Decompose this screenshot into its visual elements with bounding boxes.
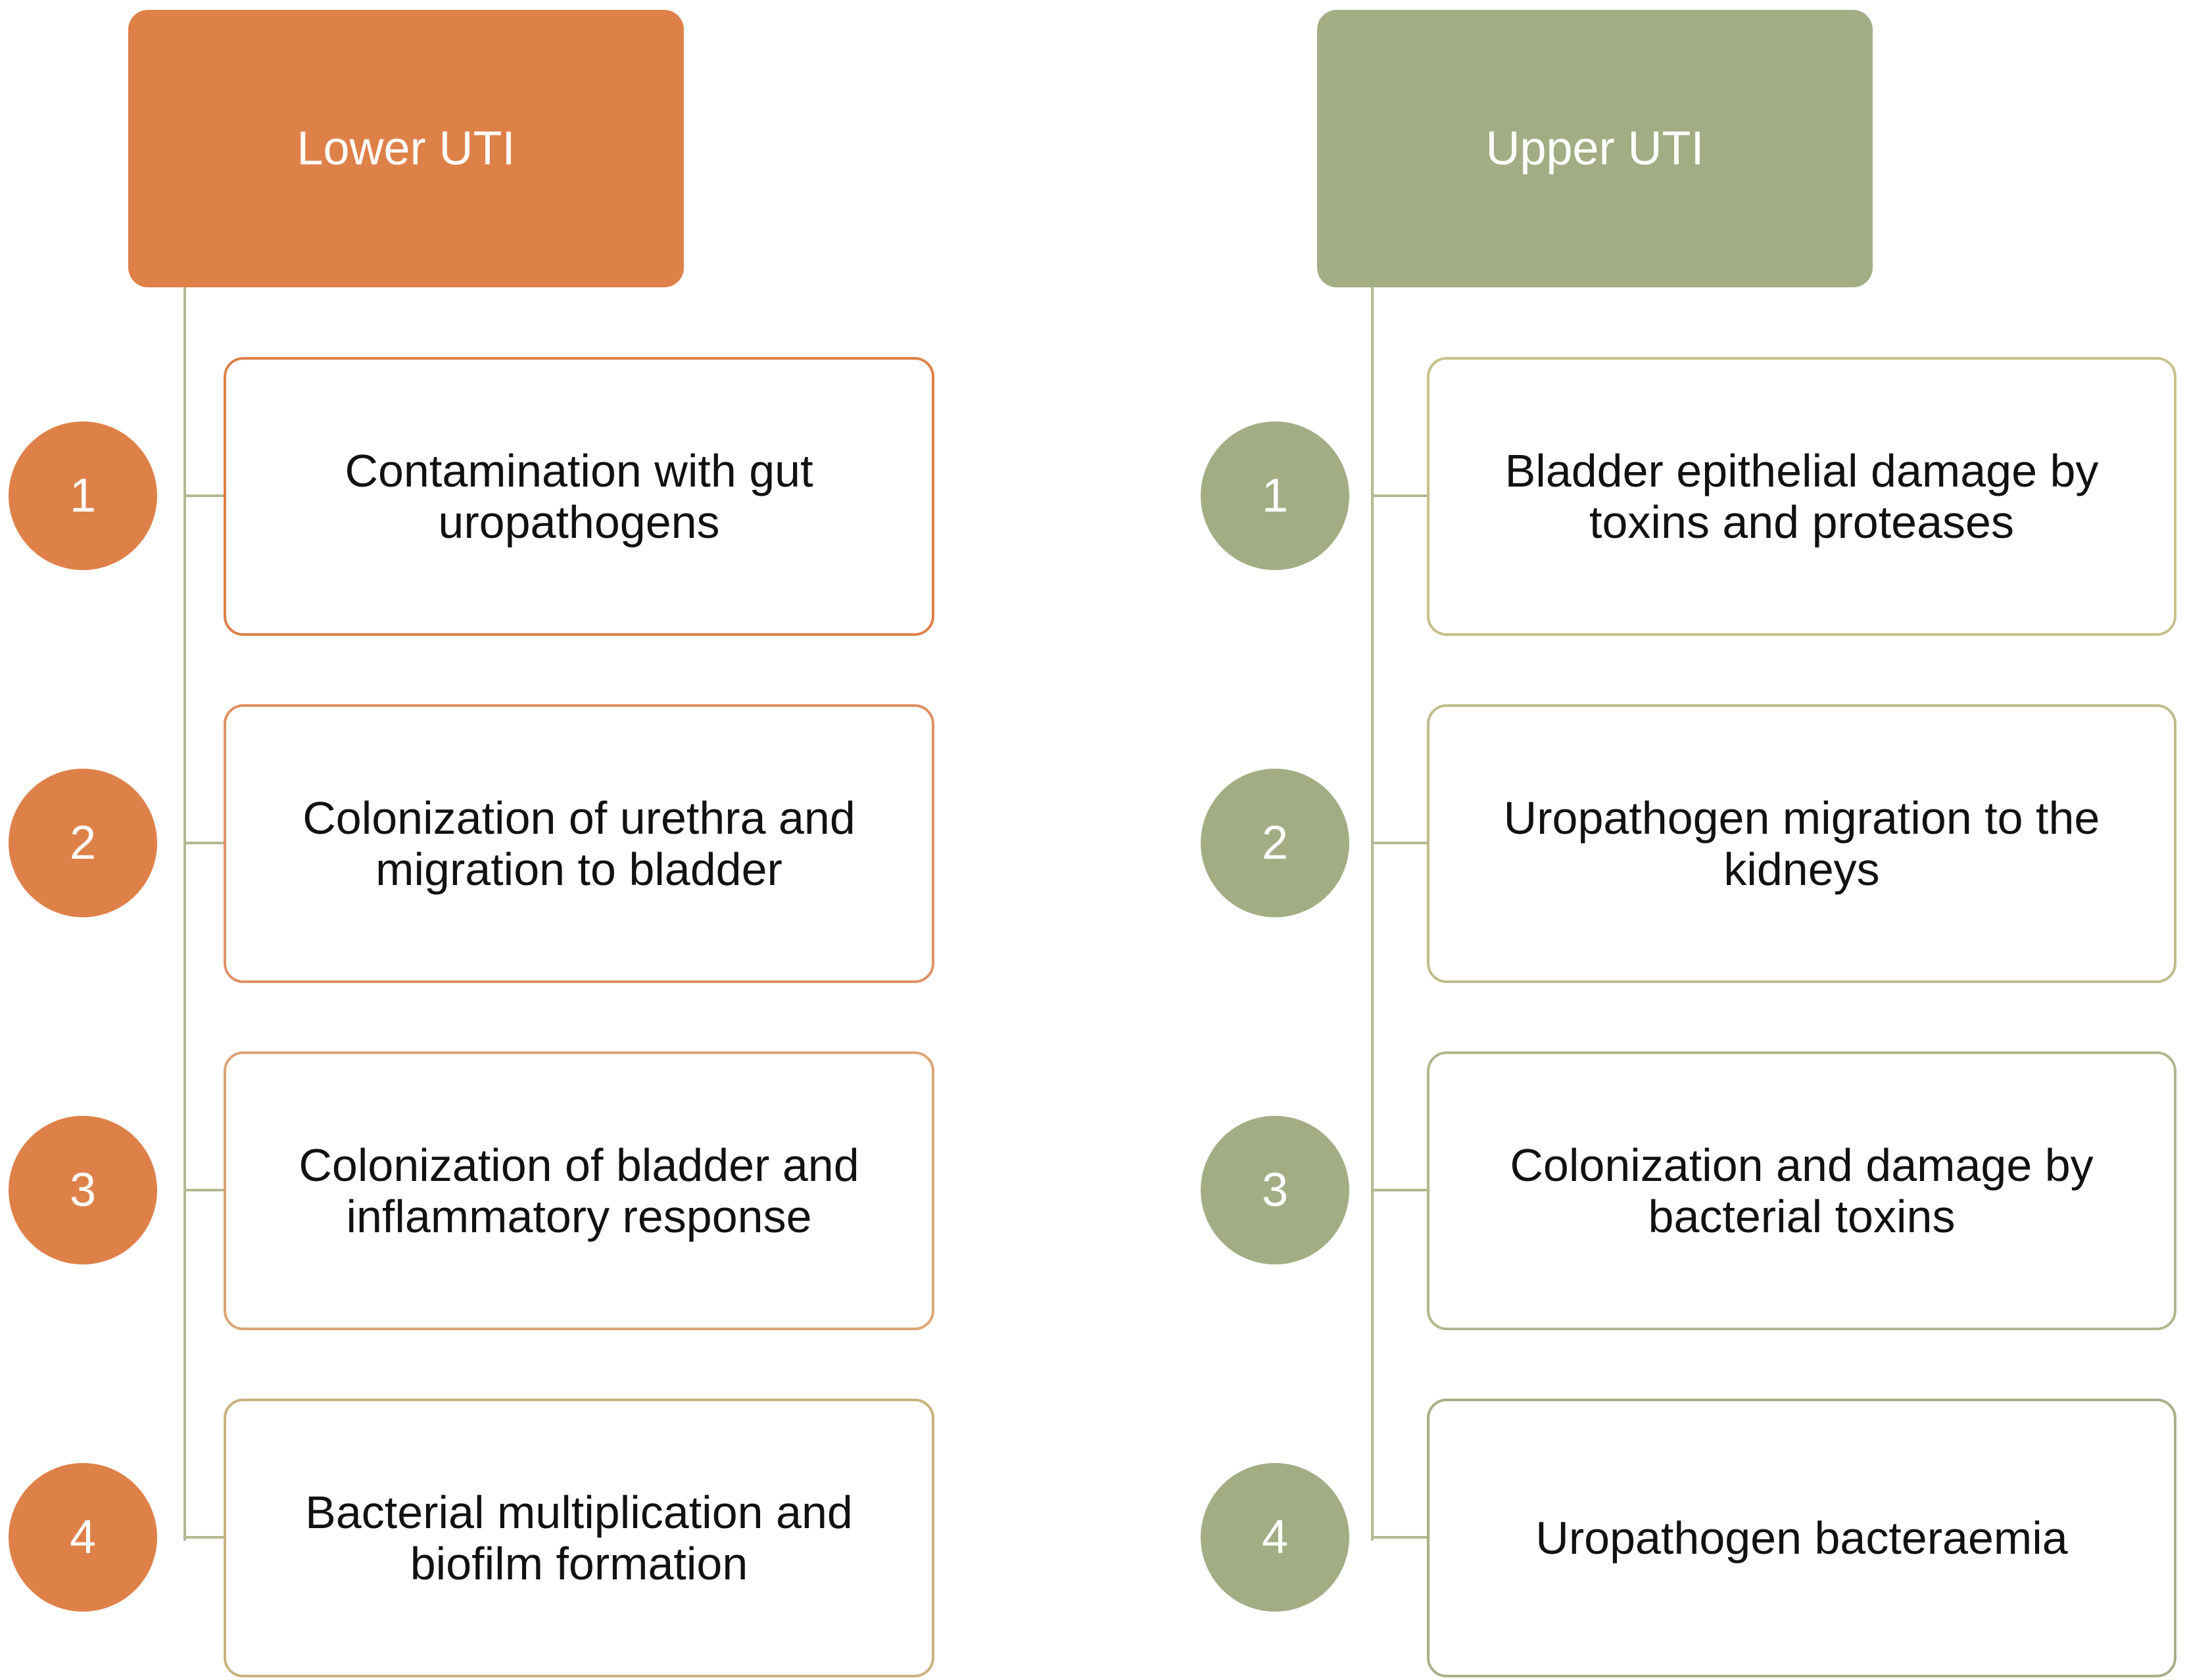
upper-step-2-text: Uropathogen migration to the kidneys [1503, 792, 2100, 895]
lower-step-3-connector [183, 1189, 225, 1191]
upper-uti-connector [1371, 287, 1374, 1541]
upper-step-2-number-label: 2 [1261, 817, 1289, 869]
lower-step-3-text: Colonization of bladder and inflammatory… [299, 1140, 859, 1242]
lower-step-1-connector [183, 494, 225, 497]
lower-step-1-number: 1 [9, 421, 157, 570]
lower-step-4-number-label: 4 [69, 1511, 97, 1564]
lower-step-3-number: 3 [9, 1116, 157, 1264]
upper-step-1-number-label: 1 [1261, 469, 1289, 522]
lower-uti-connector [183, 287, 186, 1541]
lower-step-1-box: Contamination with gut uropathogens [224, 357, 934, 636]
upper-step-1-text: Bladder epithelial damage by toxins and … [1504, 445, 2099, 548]
lower-step-4-connector [183, 1536, 225, 1539]
upper-step-4-text: Uropathogen bacteraemia [1535, 1512, 2068, 1564]
upper-step-4-number: 4 [1201, 1463, 1349, 1612]
upper-step-2-number: 2 [1201, 769, 1349, 917]
lower-step-2-number-label: 2 [69, 817, 97, 869]
lower-step-2-connector [183, 842, 225, 844]
upper-step-4-connector [1371, 1536, 1429, 1539]
lower-step-3-box: Colonization of bladder and inflammatory… [224, 1051, 934, 1330]
lower-step-1-number-label: 1 [69, 469, 97, 522]
upper-uti-header-label: Upper UTI [1485, 122, 1704, 175]
upper-step-3-text: Colonization and damage by bacterial tox… [1510, 1140, 2094, 1242]
upper-step-1-number: 1 [1201, 421, 1349, 570]
upper-step-4-box: Uropathogen bacteraemia [1427, 1399, 2176, 1677]
lower-step-3-number-label: 3 [69, 1164, 97, 1216]
lower-step-4-number: 4 [9, 1463, 157, 1612]
lower-uti-header-label: Lower UTI [297, 122, 516, 175]
upper-step-3-connector [1371, 1189, 1429, 1191]
upper-step-1-box: Bladder epithelial damage by toxins and … [1427, 357, 2176, 636]
upper-step-1-connector [1371, 494, 1429, 497]
lower-step-2-number: 2 [9, 769, 157, 917]
lower-step-4-box: Bacterial multiplication and biofilm for… [224, 1399, 934, 1677]
upper-uti-header: Upper UTI [1317, 10, 1873, 287]
upper-step-3-number: 3 [1201, 1116, 1349, 1264]
lower-step-4-text: Bacterial multiplication and biofilm for… [305, 1487, 853, 1589]
lower-step-1-text: Contamination with gut uropathogens [345, 445, 813, 548]
upper-step-2-box: Uropathogen migration to the kidneys [1427, 704, 2176, 983]
lower-uti-header: Lower UTI [128, 10, 684, 287]
upper-step-2-connector [1371, 842, 1429, 844]
upper-step-3-box: Colonization and damage by bacterial tox… [1427, 1051, 2176, 1330]
upper-step-3-number-label: 3 [1261, 1164, 1289, 1216]
upper-step-4-number-label: 4 [1261, 1511, 1289, 1564]
lower-step-2-text: Colonization of urethra and migration to… [302, 792, 855, 895]
lower-step-2-box: Colonization of urethra and migration to… [224, 704, 934, 983]
